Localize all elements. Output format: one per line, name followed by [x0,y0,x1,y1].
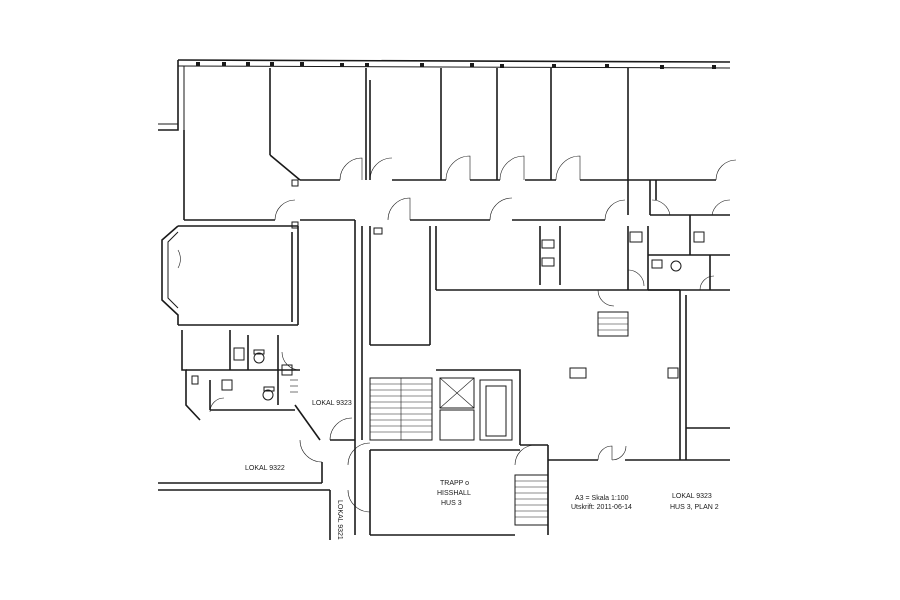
label-date: Utskrift: 2011-06-14 [571,504,632,511]
central-core [354,220,600,445]
label-lokal-9323-left: LOKAL 9323 [312,400,352,407]
label-trapp: TRAPP o [440,480,469,487]
label-scale: A3 = Skala 1:100 [575,495,629,502]
service-rooms [539,215,730,291]
outer-walls [158,59,731,131]
label-hus3: HUS 3 [441,500,462,507]
label-hisshall: HISSHALL [437,490,471,497]
left-room [161,221,299,326]
lower-corridor [158,417,549,540]
label-hus-plan: HUS 3, PLAN 2 [670,504,719,511]
label-lokal-9322: LOKAL 9322 [245,465,285,472]
office-row [183,68,737,221]
label-lokal-9321: LOKAL 9321 [336,500,343,540]
corridor-walls [274,180,731,221]
wc-cluster [181,330,321,441]
label-lokal-9323-right: LOKAL 9323 [672,493,712,500]
